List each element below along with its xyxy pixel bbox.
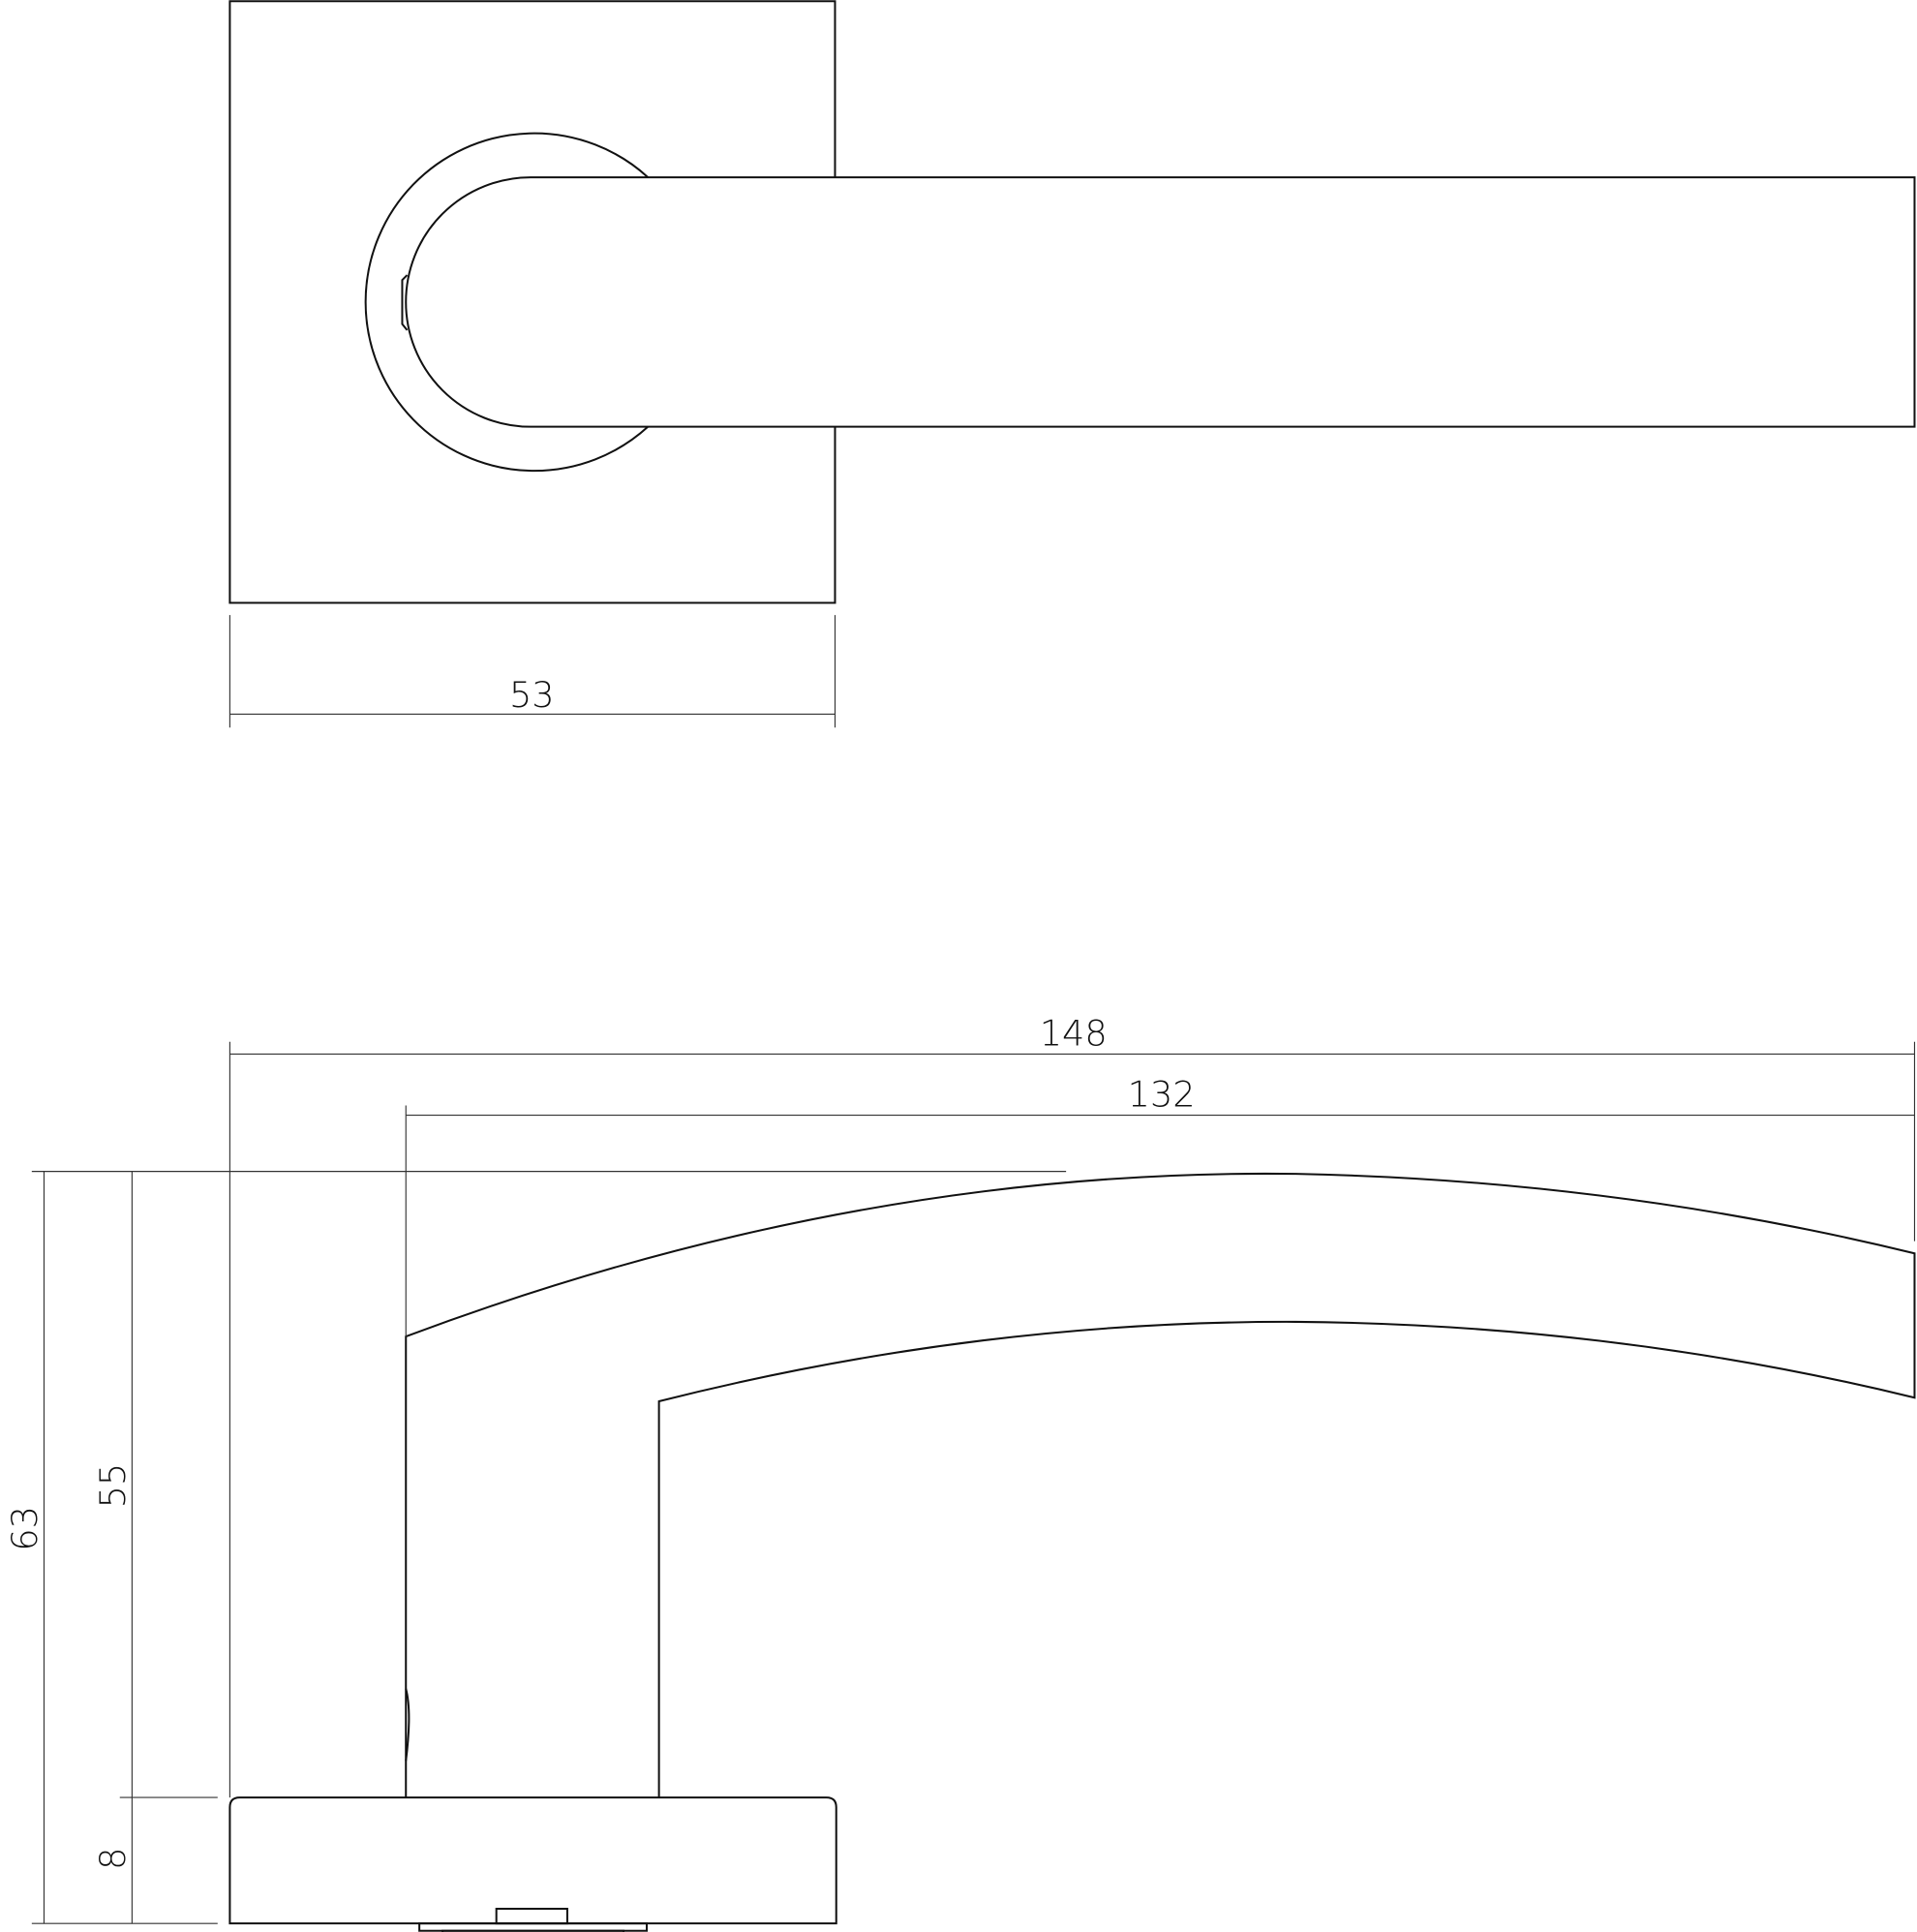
dim-label-overall-height: 63 [4, 1506, 46, 1551]
dim-label-overall-length: 148 [1040, 1013, 1108, 1055]
dim-label-rosette-width: 53 [509, 674, 555, 716]
lever-top [405, 176, 1916, 428]
dim-label-lever-length: 132 [1128, 1074, 1196, 1116]
set-screw [401, 274, 409, 331]
spindle-cap [495, 1907, 568, 1925]
spindle-base [441, 1929, 625, 1932]
rosette-base [228, 1796, 837, 1925]
lever-side [405, 1172, 1916, 1798]
dim-label-lever-height: 55 [92, 1463, 134, 1509]
round-rose-outer [364, 132, 649, 473]
top-view: 53 [228, 0, 1916, 728]
dim-label-rosette-thickness: 8 [92, 1848, 134, 1870]
neck-detail [405, 1688, 411, 1762]
square-rosette [228, 0, 837, 604]
spindle-collar [418, 1922, 649, 1932]
side-view: 148 132 63 55 8 [4, 1013, 1916, 1932]
